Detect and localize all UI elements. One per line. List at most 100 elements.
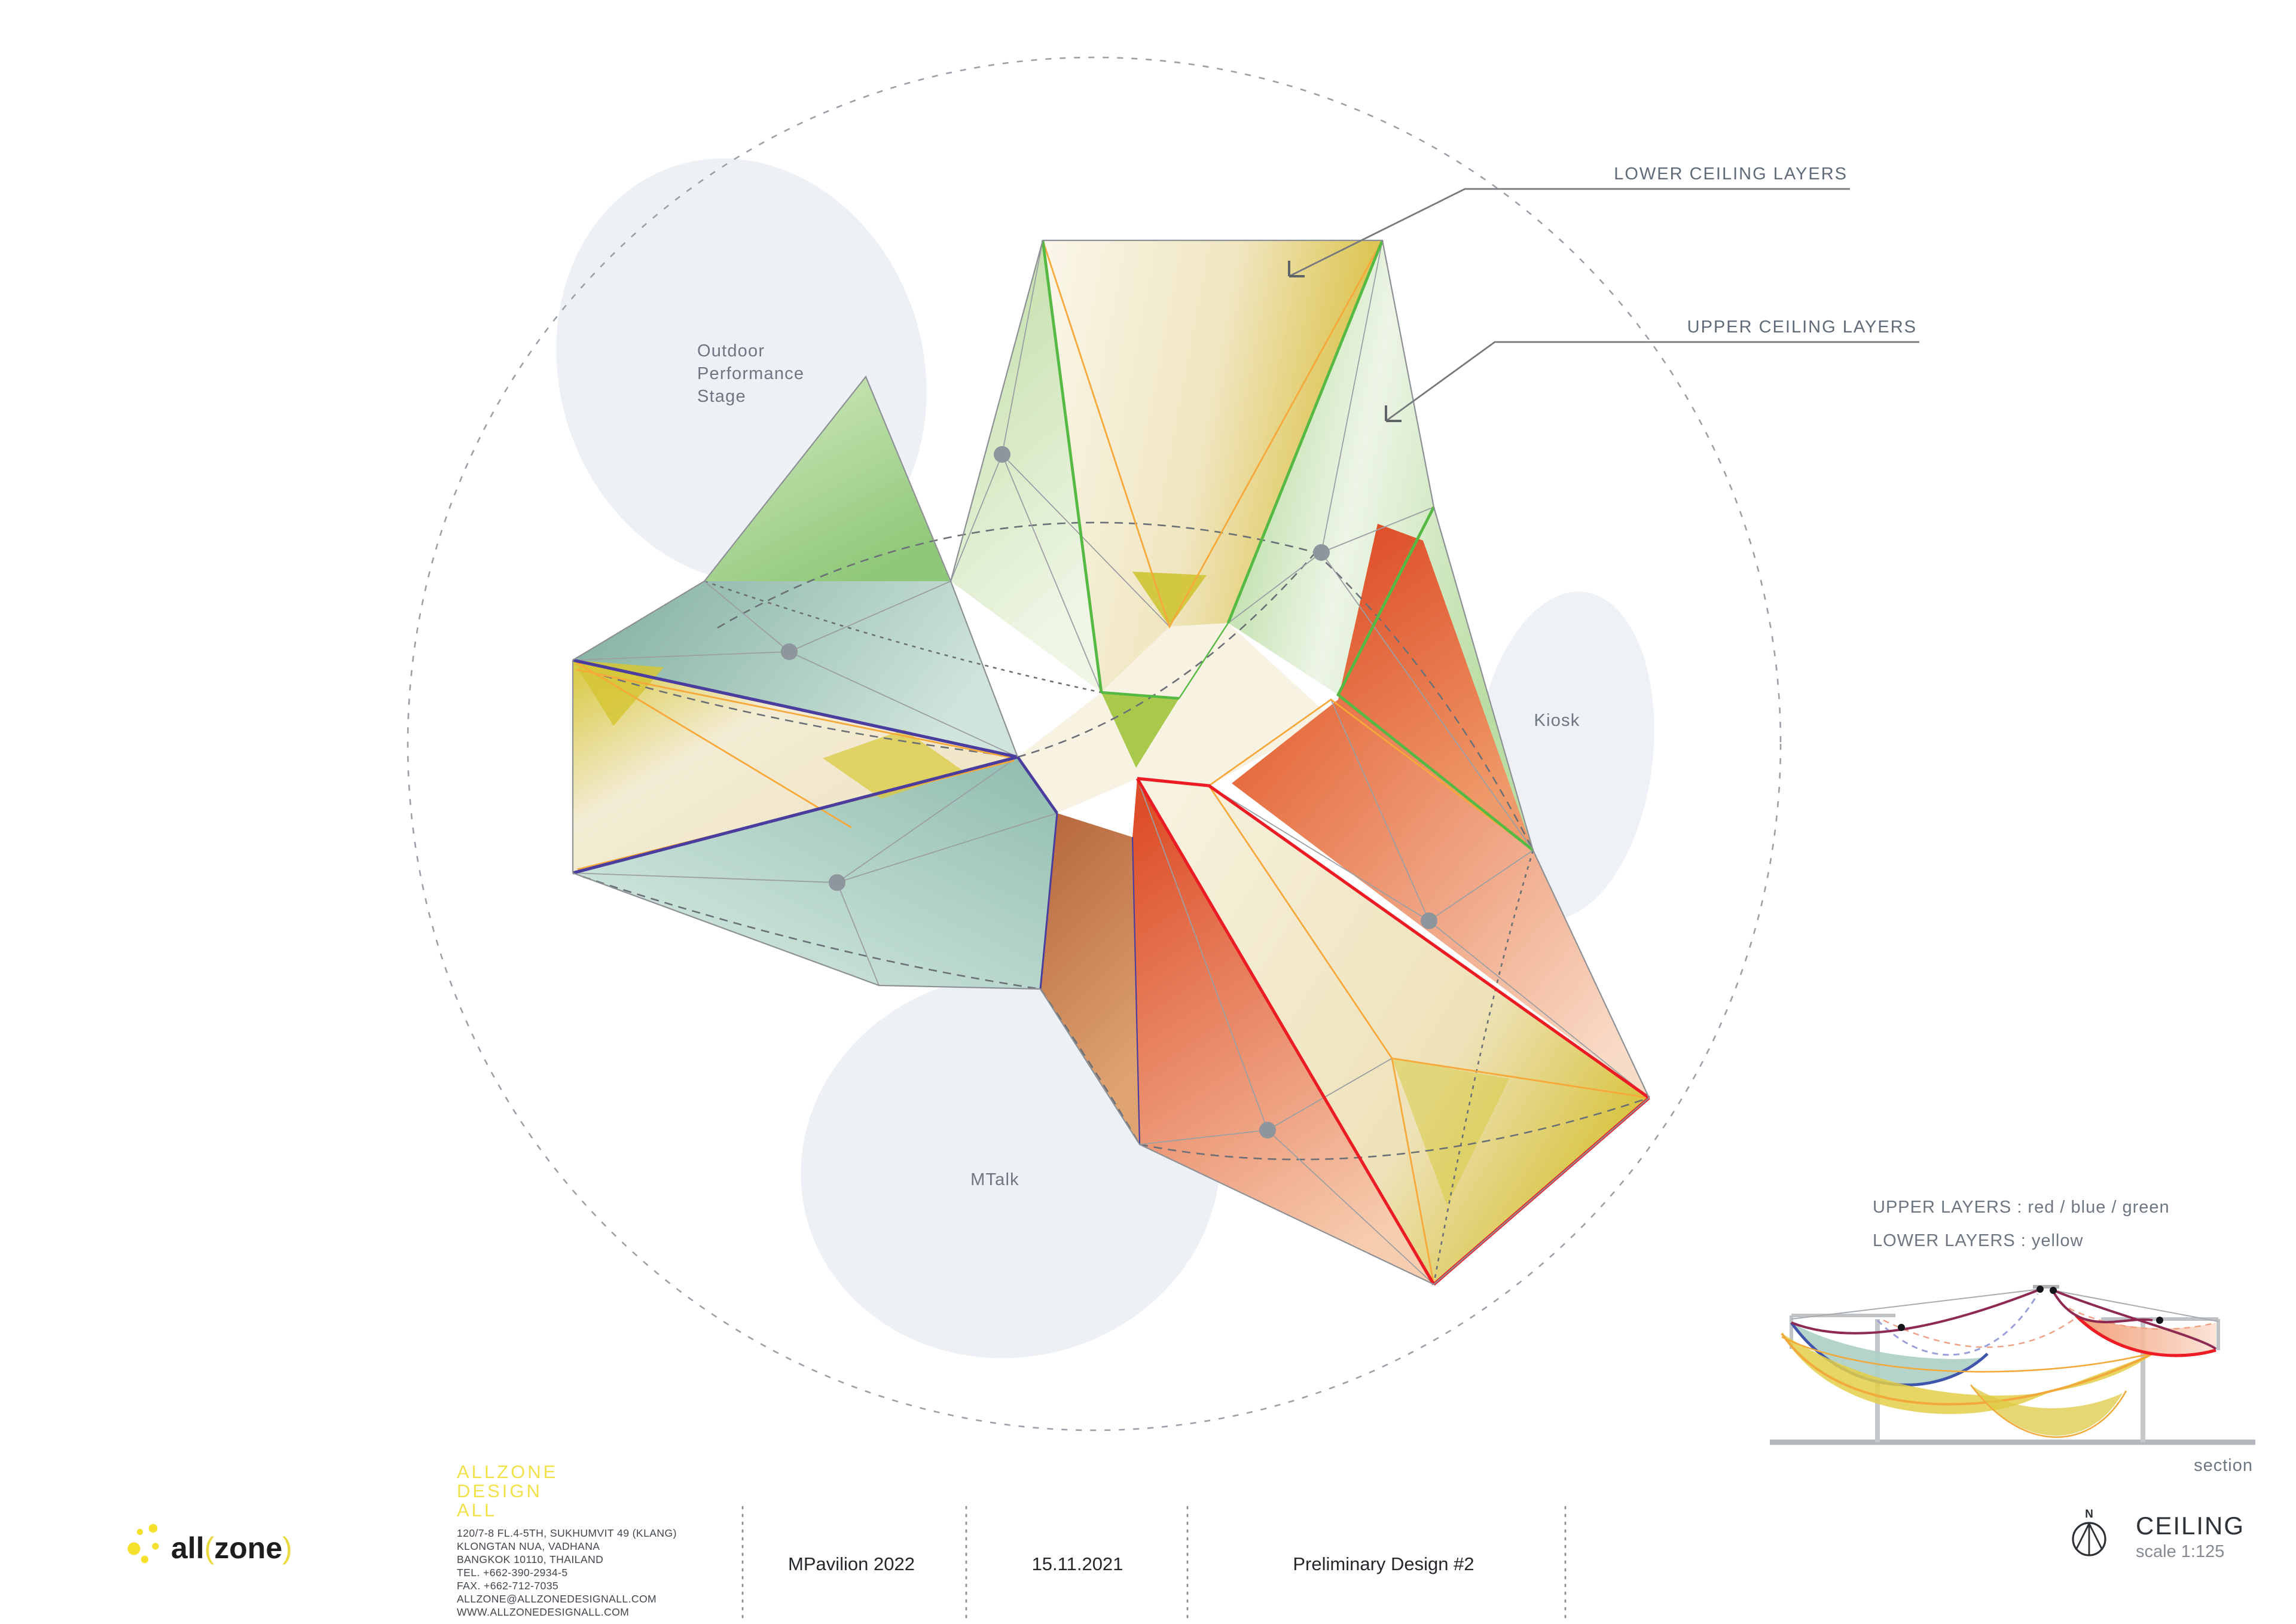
title-block: all(zone) ALLZONE DESIGN ALL 120/7-8 FL.… [127,1461,2245,1620]
label-stage-line1: Outdoor [697,341,765,361]
accent-olive-corner [573,660,664,726]
issue-date: 15.11.2021 [1032,1553,1123,1574]
section-yellow-sail-2 [1971,1385,2123,1436]
sheet-name: CEILING [2136,1512,2245,1540]
section-guys [1791,1289,2219,1322]
orange-edge [572,659,852,829]
label-stage-line2: Performance [697,364,804,383]
titleblock-dividers [741,1506,1567,1620]
section-lavender-dashed [1876,1293,2039,1356]
annotation-leaders: LOWER CEILING LAYERS UPPER CEILING LAYER… [1288,164,1919,422]
legend-lower-layers: LOWER LAYERS : yellow [1873,1231,2084,1250]
green-edge [1226,240,1384,624]
sheet-scale: scale 1:125 [2136,1542,2224,1561]
post-dot [1313,544,1330,561]
logo-paren-close: ) [282,1531,292,1565]
label-stage-line3: Stage [697,387,746,406]
address-line: 120/7-8 FL.4-5TH, SUKHUMVIT 49 (KLANG) [457,1527,677,1539]
logo-zone: zone [214,1531,282,1565]
firm-line1: ALLZONE [457,1461,558,1482]
green-edge [1336,506,1534,851]
section-orange-cable [1781,1332,2155,1406]
post-dot [994,446,1010,463]
section-orange-cable [1970,1384,2127,1438]
leader-line-upper [1385,341,1919,422]
label-mtalk: MTalk [970,1170,1019,1189]
address-line: TEL. +662-390-2934-5 [457,1567,568,1579]
orange-edge [576,668,1015,759]
arrow-icon [1288,261,1305,277]
panel-cream-left [573,660,1018,873]
orange-edge [1042,240,1384,629]
section-orange-cable [1781,1336,2155,1373]
catenary-arc [1017,552,1316,758]
red-edge [1137,777,1650,1100]
section-red-sail [2076,1315,2216,1355]
red-edge [1135,777,1436,1286]
catenary-arc [1433,850,1534,1285]
address-line: BANGKOK 10110, THAILAND [457,1553,603,1565]
label-lower-ceiling-layers: LOWER CEILING LAYERS [1614,164,1848,184]
catenary-arc [1315,552,1534,851]
blue-edge [1039,813,1058,990]
panel-brown [1040,813,1140,1144]
panel-salmon-right [1232,700,1649,1098]
canopy-outline [572,239,1650,1286]
green-edge [1178,622,1229,699]
section-drawing: UPPER LAYERS : red / blue / green LOWER … [1770,1198,2255,1475]
logo: all(zone) [127,1524,292,1565]
catenary-arc [582,875,1041,990]
panel-cream-bottom [1137,779,1649,1284]
site-boundary-circle [407,56,1782,1431]
project-title: MPavilion 2022 [788,1553,915,1574]
logo-wordmark: all(zone) [171,1531,292,1565]
catenary-arc [603,674,1018,758]
orange-edge [1208,785,1650,1285]
accent-olive-tip [1132,572,1207,627]
address-line: WWW.ALLZONEDESIGNALL.COM [457,1606,629,1618]
accent-olive-bottom [1392,1058,1509,1205]
panel-teal-upper [573,581,1018,757]
upper-layer-green-edges [1041,240,1534,851]
guy-lines [572,240,1650,1285]
post-dot [1259,1122,1276,1138]
section-yellow-sail [1782,1333,2155,1414]
post-dot [829,874,845,891]
firm-block: ALLZONE DESIGN ALL 120/7-8 FL.4-5TH, SUK… [457,1461,677,1618]
label-upper-ceiling-layers: UPPER CEILING LAYERS [1687,318,1917,337]
green-edge [1041,240,1103,693]
logo-paren-open: ( [204,1531,215,1565]
panel-olive-triangle [1101,692,1179,768]
north-letter: N [2085,1508,2093,1521]
panel-green-sail-left [951,240,1101,692]
arrow-icon [1385,405,1402,422]
structural-posts [781,446,1437,1138]
logo-dots-icon [127,1524,159,1564]
label-section: section [2194,1456,2253,1475]
post-dot [781,643,798,660]
section-red-cable [2075,1314,2216,1357]
firm-line2: DESIGN [457,1480,542,1501]
label-kiosk: Kiosk [1534,711,1580,730]
catenary-arc [1139,1097,1650,1161]
section-salmon-dashed [1883,1307,2216,1348]
address-line: FAX. +662-712-7035 [457,1580,558,1592]
site-labels: Outdoor Performance Stage Kiosk MTalk [697,341,1580,1189]
address-line: ALLZONE@ALLZONEDESIGNALL.COM [457,1593,657,1605]
orange-edge [1208,698,1534,851]
section-maroon-cables [1791,1289,2217,1350]
panel-teal-lower [573,757,1057,989]
leader-line-lower [1289,188,1850,277]
panel-red-band [1338,524,1533,850]
legend-upper-layers: UPPER LAYERS : red / blue / green [1873,1198,2170,1217]
section-teal-sail [1791,1323,1985,1384]
logo-all: all [171,1531,204,1565]
firm-line3: ALL [457,1500,497,1521]
panel-green-triangle [704,377,951,581]
panel-cream-hub [1018,623,1331,813]
catenary-arc [1039,988,1141,1145]
blue-edge [1016,756,1058,814]
post-dot [1421,912,1437,929]
address-line: KLONGTAN NUA, VADHANA [457,1540,600,1552]
